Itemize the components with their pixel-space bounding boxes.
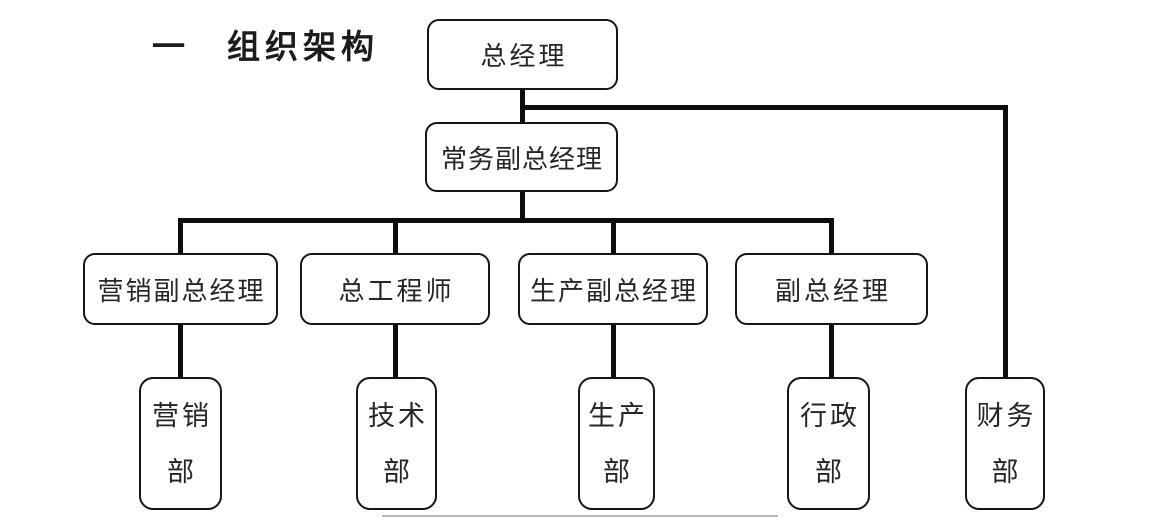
connector-chief-engineer-to-dept [393,324,398,378]
org-node-label: 常务副总经理 [440,144,603,174]
org-node-label-line: 部 [815,456,845,487]
connector-production-vp-to-dept [611,324,616,378]
org-node-marketing-dept: 营销 部 [139,377,222,510]
org-node-administration-dept: 行政 部 [787,377,870,510]
org-node-label-line: 生产 [588,400,648,431]
org-node-marketing-deputy-gm: 营销副总经理 [83,253,278,325]
org-node-finance-dept: 财务 部 [965,377,1045,510]
org-node-label-line: 财务 [976,400,1037,431]
org-node-technology-dept: 技术 部 [356,377,437,510]
connector-branch-to-deputy-gm [829,220,834,254]
org-node-label-line: 部 [167,456,197,487]
connector-branch-to-chief-engineer [393,220,398,254]
org-node-label: 副总经理 [774,276,891,306]
org-node-label: 总工程师 [338,276,455,306]
org-node-chief-engineer: 总工程师 [300,253,490,325]
bottom-page-divider [382,515,778,517]
org-node-label-line: 部 [991,456,1022,487]
connector-top-horizontal-branch [520,105,1008,110]
connector-marketing-vp-to-dept [178,324,183,378]
connector-mid-horizontal-branch [178,218,834,223]
org-node-production-dept: 生产 部 [578,377,655,510]
org-node-label-line: 营销 [152,400,212,431]
org-node-label-line: 部 [603,456,633,487]
section-heading: 一 组织架构 [152,20,379,68]
org-node-production-deputy-gm: 生产副总经理 [518,253,708,325]
org-node-label: 生产副总经理 [529,276,698,306]
connector-branch-to-production-vp [611,220,616,254]
org-node-executive-deputy-gm: 常务副总经理 [425,122,618,192]
org-node-label: 总经理 [480,42,568,71]
connector-gm-to-finance-dept [1003,105,1008,378]
org-node-label-line: 部 [383,456,413,487]
org-node-general-manager: 总经理 [427,19,618,90]
org-node-deputy-gm: 副总经理 [735,253,928,325]
section-number: 一 [152,30,190,66]
org-node-label-line: 行政 [800,400,860,431]
org-node-label-line: 技术 [368,400,428,431]
org-node-label: 营销副总经理 [97,276,266,306]
connector-evp-to-branch [520,191,525,222]
connector-deputy-gm-to-dept [829,324,834,378]
section-title: 组织架构 [227,30,379,66]
connector-branch-to-marketing-vp [178,220,183,254]
